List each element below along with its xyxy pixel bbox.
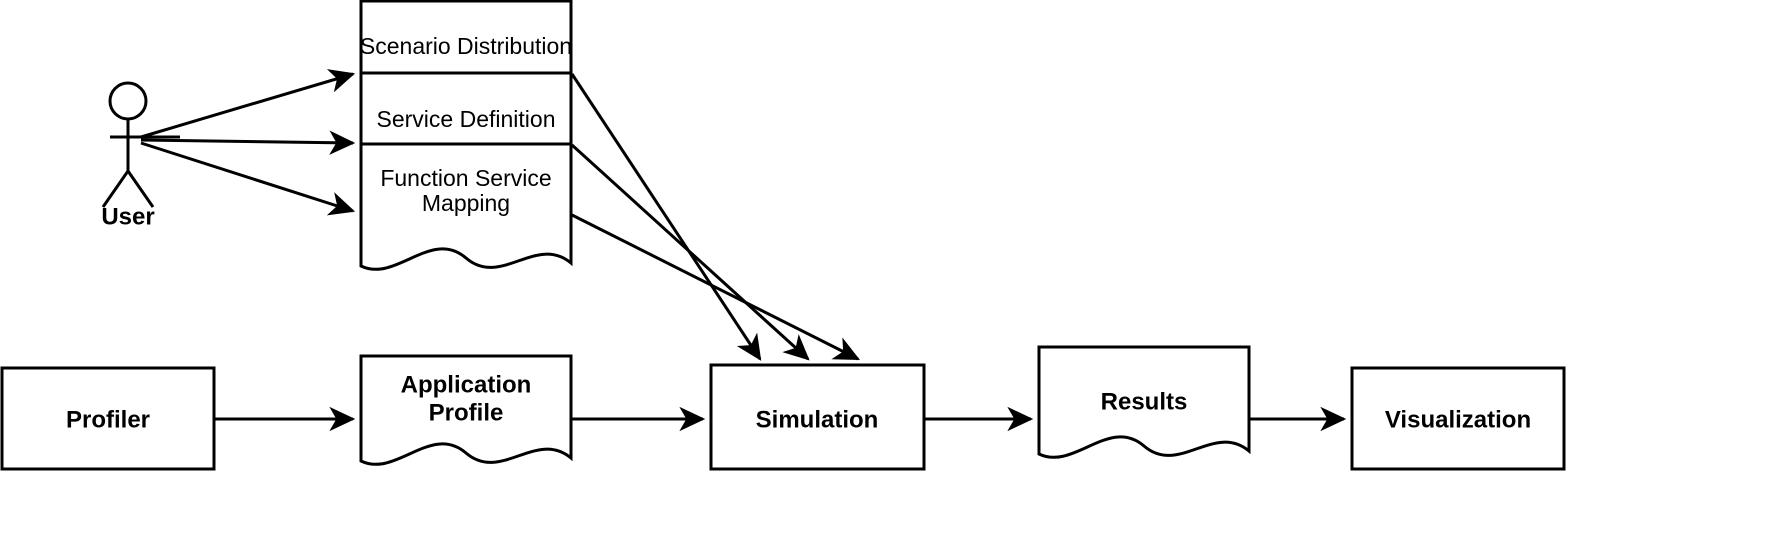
input-specification-document[interactable] <box>359 0 573 271</box>
application-profile-node[interactable] <box>359 354 573 466</box>
connector-user-to-function-service-mapping <box>140 141 356 216</box>
function-service-mapping-section-label: Function Service Mapping <box>380 165 551 216</box>
profiler-node[interactable] <box>0 366 216 471</box>
actor-left-leg-icon <box>101 170 130 208</box>
connector-user-to-scenario-distribution <box>140 69 356 139</box>
scenario-distribution-section-label: Scenario Distribution <box>360 33 572 59</box>
user-actor[interactable] <box>101 81 180 208</box>
connector-scenario-distribution-to-simulation <box>570 73 762 361</box>
connector-function-service-mapping-to-simulation <box>571 213 861 361</box>
function-service-mapping-line-2: Mapping <box>422 190 510 216</box>
application-profile-line-2: Profile <box>429 399 504 426</box>
actor-right-leg-icon <box>126 170 155 208</box>
service-definition-section-label: Service Definition <box>377 106 556 132</box>
visualization-node-label: Visualization <box>1385 406 1531 433</box>
simulation-node-label: Simulation <box>756 406 879 433</box>
results-node-label: Results <box>1101 388 1188 415</box>
results-node[interactable] <box>1037 345 1251 459</box>
document-shape <box>359 0 573 271</box>
actor-head-icon <box>108 81 148 121</box>
function-service-mapping-line-1: Function Service <box>380 165 551 191</box>
visualization-node[interactable] <box>1350 366 1566 471</box>
connector-service-definition-to-simulation <box>570 143 810 361</box>
application-profile-node-label: Application Profile <box>401 371 532 426</box>
simulation-node[interactable] <box>709 363 926 471</box>
application-profile-line-1: Application <box>401 371 532 398</box>
connector-user-to-service-definition <box>140 130 356 155</box>
user-actor-label: User <box>101 203 154 230</box>
profiler-node-label: Profiler <box>66 406 150 433</box>
